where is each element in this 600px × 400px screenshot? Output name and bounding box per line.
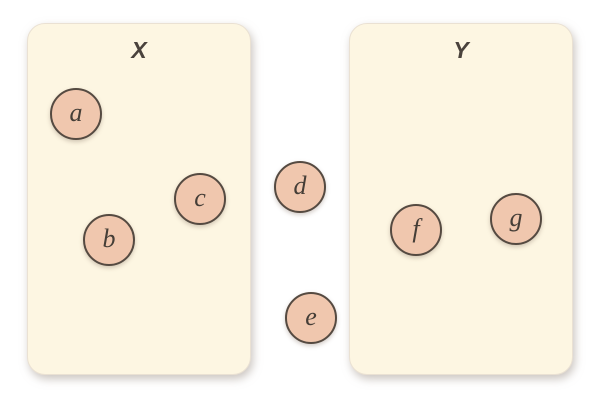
node-a: a	[50, 88, 102, 140]
node-g: g	[490, 193, 542, 245]
set-y-box: Y	[349, 23, 573, 375]
node-e-label: e	[305, 302, 317, 331]
node-d-label: d	[293, 171, 307, 200]
set-y-title: Y	[453, 37, 469, 63]
node-d: d	[274, 161, 326, 213]
node-a-label: a	[69, 98, 83, 127]
node-c-label: c	[194, 183, 206, 212]
node-g-label: g	[509, 203, 523, 232]
node-f: f	[390, 204, 442, 256]
node-f-label: f	[412, 214, 420, 243]
set-x-title: X	[131, 37, 147, 63]
node-e: e	[285, 292, 337, 344]
node-c: c	[174, 173, 226, 225]
node-b: b	[83, 214, 135, 266]
node-b-label: b	[102, 224, 116, 253]
